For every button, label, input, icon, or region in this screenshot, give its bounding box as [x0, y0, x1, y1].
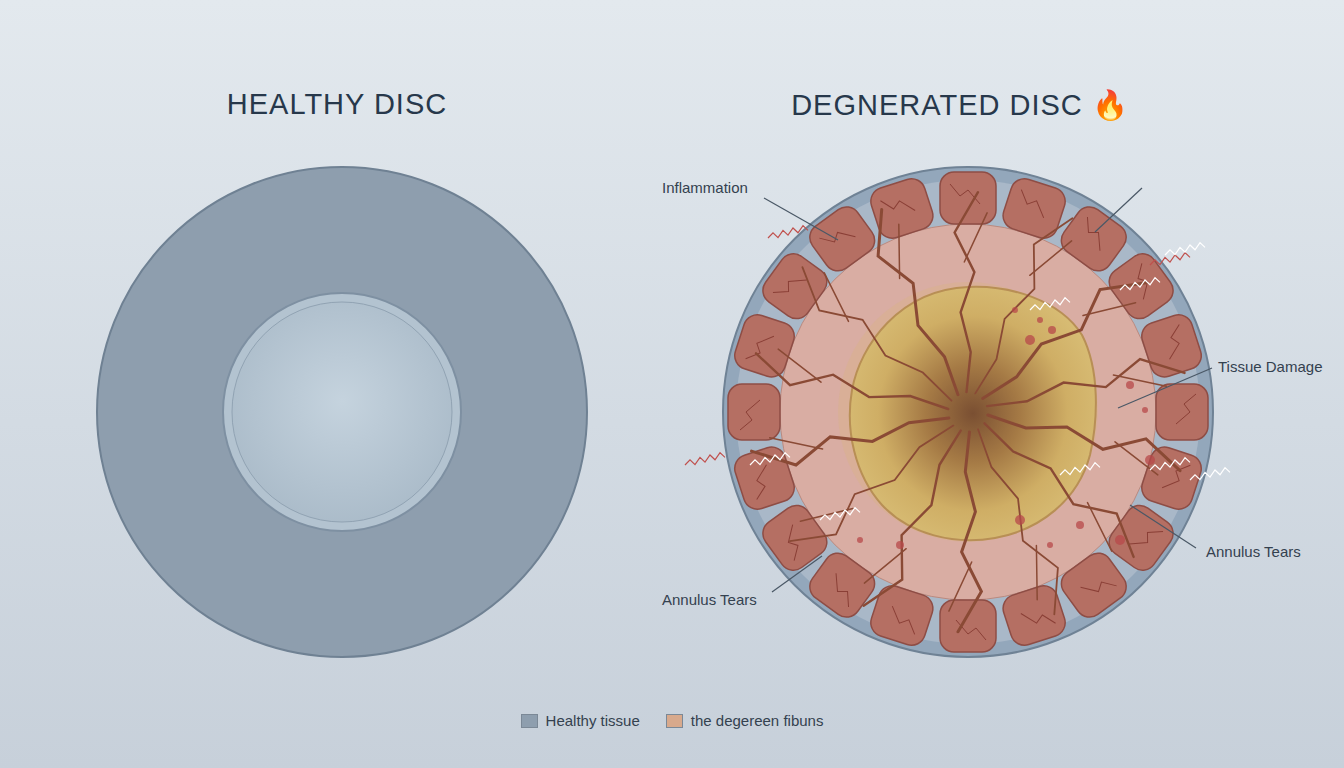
inflammation-dot: [857, 537, 863, 543]
inflammation-dot: [1142, 407, 1148, 413]
crack: [790, 426, 953, 542]
crack: [985, 423, 1134, 557]
crack: [756, 353, 948, 409]
crack: [1030, 241, 1072, 275]
inflammation-dot: [1025, 335, 1035, 345]
crack: [878, 210, 958, 395]
pain-mark: [768, 226, 808, 238]
fiber-blob: [940, 600, 996, 652]
inflammation-dot: [1115, 535, 1125, 545]
callout-label: Inflammation: [662, 179, 748, 196]
pain-mark: [685, 453, 725, 465]
fiber-blob: [940, 172, 996, 224]
crack: [1083, 303, 1136, 316]
legend: Healthy tissue the degereen fibuns: [0, 712, 1344, 729]
fiber-blob: [999, 175, 1068, 242]
fiber-blob: [1138, 443, 1205, 512]
legend-text: the degereen fibuns: [691, 712, 824, 729]
inflammation-dot: [1012, 307, 1018, 313]
legend-text: Healthy tissue: [546, 712, 640, 729]
legend-swatch: [521, 714, 538, 728]
crack: [1113, 375, 1166, 386]
crack: [802, 267, 951, 401]
inflammation-dot: [1076, 521, 1084, 529]
pain-mark: [1165, 243, 1205, 255]
crack: [1088, 503, 1112, 551]
healthy-disc: [97, 167, 587, 657]
fiber-blob: [867, 175, 936, 242]
inflammation-dot: [1015, 515, 1025, 525]
crack: [1115, 442, 1158, 475]
pain-mark: [1120, 278, 1160, 290]
crack: [988, 415, 1180, 471]
panel-title: DEGNERATED DISC 🔥: [791, 88, 1129, 122]
crack: [778, 349, 821, 382]
fiber-blob: [1056, 548, 1132, 623]
degenerated-disc: [685, 167, 1230, 657]
crack: [983, 283, 1146, 399]
pain-mark: [1190, 468, 1230, 480]
pain-mark: [750, 453, 790, 465]
crack: [987, 359, 1184, 406]
crack: [898, 224, 900, 278]
fiber-blob: [731, 311, 798, 380]
inflammation-dot: [1126, 381, 1134, 389]
fiber-blob: [999, 582, 1068, 649]
inflammation-dot: [1145, 455, 1155, 465]
inflammation-dot: [896, 541, 904, 549]
crack: [958, 432, 981, 632]
fiber-blob: [804, 548, 880, 623]
panel-title: HEALTHY DISC: [227, 88, 447, 121]
pain-mark: [1150, 458, 1190, 470]
fiber-blob: [1138, 311, 1205, 380]
callout-label: Annulus Tears: [1206, 543, 1301, 560]
pain-mark: [1060, 463, 1100, 475]
crack: [770, 438, 823, 449]
pain-mark: [820, 508, 860, 520]
fiber-blob: [757, 500, 832, 576]
inflammation-dot: [1037, 317, 1043, 323]
crack: [824, 273, 848, 322]
fiber-blob: [804, 201, 880, 276]
crack: [964, 213, 987, 262]
crack: [949, 562, 972, 611]
crack: [1036, 546, 1038, 600]
crack: [978, 429, 1058, 614]
inflammation-dot: [1048, 326, 1056, 334]
fiber-blob: [728, 384, 780, 440]
legend-item: the degereen fibuns: [666, 712, 824, 729]
pain-mark: [1150, 253, 1190, 265]
leader-lines: [764, 188, 1212, 592]
fiber-blob: [757, 248, 832, 324]
callout-label: Tissue Damage: [1218, 358, 1323, 375]
crack: [864, 549, 906, 583]
fiber-blob: [867, 582, 936, 649]
fiber-blob: [1056, 201, 1132, 276]
pain-mark: [1030, 298, 1070, 310]
callout-label: Annulus Tears: [662, 591, 757, 608]
inflammation-dot: [1047, 542, 1053, 548]
fiber-blob: [1156, 384, 1208, 440]
crack: [955, 192, 978, 392]
fiber-blob: [1104, 500, 1179, 576]
legend-swatch: [666, 714, 683, 728]
legend-item: Healthy tissue: [521, 712, 640, 729]
